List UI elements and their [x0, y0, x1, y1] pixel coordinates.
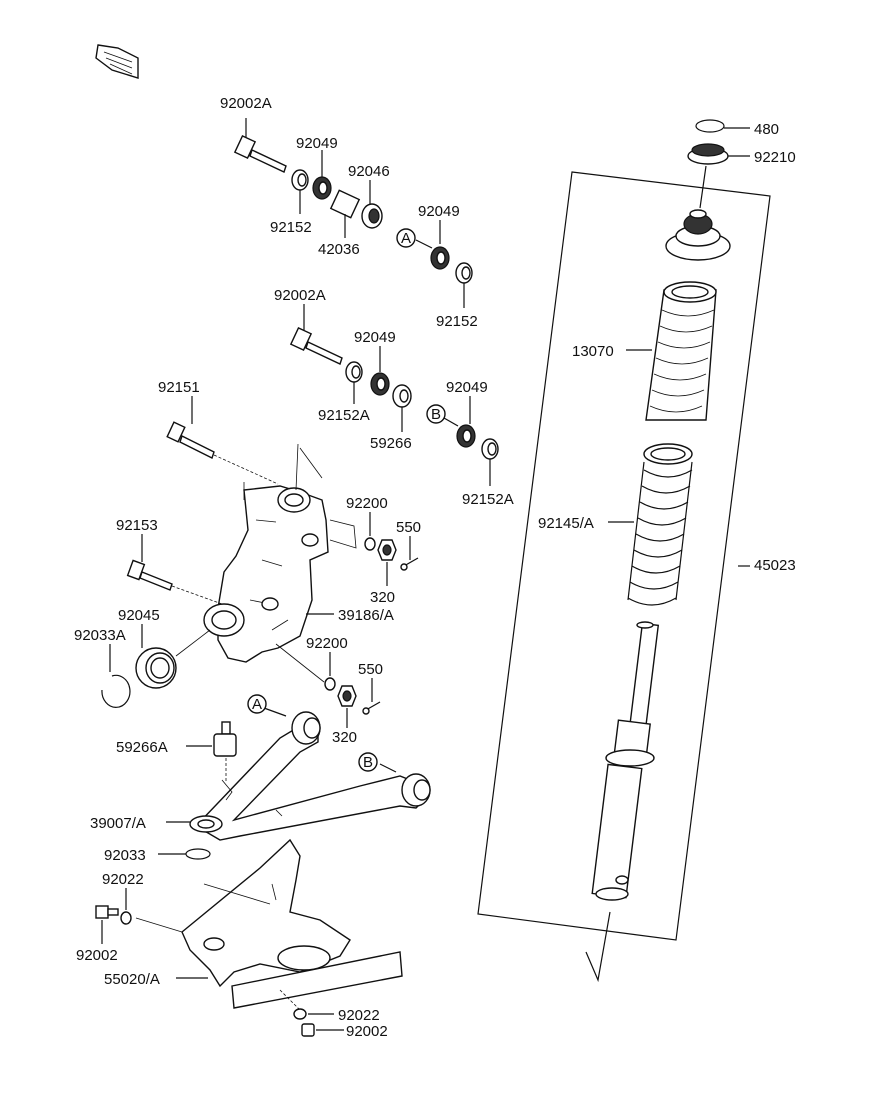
label-92200-lower: 92200: [306, 635, 348, 652]
leader-B-middle: [443, 417, 459, 427]
callout-B-lower: B: [358, 752, 378, 772]
label-92046: 92046: [348, 163, 390, 180]
shock-lower-leader: [585, 911, 611, 983]
label-92022-left: 92022: [102, 871, 144, 888]
svg-text:B: B: [431, 406, 441, 423]
label-92002A-upper: 92002A: [220, 95, 272, 112]
label-59266A: 59266A: [116, 739, 168, 756]
label-92151: 92151: [158, 379, 200, 396]
label-92145A: 92145/A: [538, 515, 594, 532]
collar-92152A-middle-2: [481, 438, 499, 486]
boot-13070: [626, 281, 717, 421]
label-320-lower: 320: [332, 729, 357, 746]
svg-text:B: B: [363, 754, 373, 771]
bearing-92045: [135, 624, 211, 689]
callout-B-middle: B: [426, 404, 446, 424]
label-92049-middle-1: 92049: [354, 329, 396, 346]
bolt-92002A-upper: [233, 118, 287, 173]
label-92049-upper-1: 92049: [296, 135, 338, 152]
seal-92049-middle-1: [370, 346, 390, 396]
washer-92022-left: [120, 888, 132, 925]
nut-320-upper: [377, 539, 397, 586]
label-550-lower: 550: [358, 661, 383, 678]
svg-text:A: A: [401, 230, 411, 247]
bearing-92046: [361, 180, 383, 229]
washer-92200-upper: [364, 512, 376, 551]
leader-knuckle-stud: [275, 643, 325, 683]
bolt-92153: [126, 534, 223, 605]
callout-A-upper: A: [396, 228, 416, 248]
shock-assembly-frame: [477, 171, 771, 941]
bolt-92151: [166, 396, 279, 485]
ball-joint-59266A: [186, 721, 237, 782]
washer-92200-lower: [324, 652, 336, 691]
collar-92152-upper-2: [455, 262, 473, 308]
label-480: 480: [754, 121, 779, 138]
seal-92049-upper-2: [430, 220, 450, 270]
label-92152A-middle-1: 92152A: [318, 407, 370, 424]
label-13070: 13070: [572, 343, 614, 360]
collar-92152-upper: [291, 169, 309, 214]
spring-92145A: [608, 443, 693, 606]
steering-knuckle-39186A: [203, 443, 357, 663]
shock-absorber-45023: [591, 621, 660, 901]
seal-92049-upper-1: [312, 150, 332, 200]
skid-plate-55020A: [135, 838, 403, 1011]
washer-92022-bottom: [293, 1008, 334, 1020]
seal-92049-middle-2: [456, 396, 476, 448]
nut-320-lower: [337, 685, 357, 728]
shock-top-mount: [665, 209, 731, 261]
label-92153: 92153: [116, 517, 158, 534]
label-92033A: 92033A: [74, 627, 126, 644]
collar-92210: [687, 143, 750, 209]
leader-A-upper: [415, 239, 433, 249]
label-92033: 92033: [104, 847, 146, 864]
label-92152-upper-2: 92152: [436, 313, 478, 330]
front-direction-icon: [95, 44, 139, 79]
bolt-92002-left: [95, 905, 119, 944]
label-42036: 42036: [318, 241, 360, 258]
label-320-upper: 320: [370, 589, 395, 606]
clip-480: [695, 119, 750, 133]
circlip-92033A: [101, 644, 131, 708]
label-92049-upper-2: 92049: [418, 203, 460, 220]
label-59266: 59266: [370, 435, 412, 452]
callout-A-lower: A: [247, 694, 267, 714]
label-45023: 45023: [754, 557, 796, 574]
label-39007A: 39007/A: [90, 815, 146, 832]
label-92045: 92045: [118, 607, 160, 624]
svg-text:A: A: [252, 696, 262, 713]
bushing-59266: [392, 384, 412, 432]
label-55020A: 55020/A: [104, 971, 160, 988]
label-92002A-middle: 92002A: [274, 287, 326, 304]
circlip-92033: [158, 848, 211, 860]
label-92022-bottom: 92022: [338, 1007, 380, 1024]
label-92002-left: 92002: [76, 947, 118, 964]
label-92200-upper: 92200: [346, 495, 388, 512]
bolt-92002A-middle: [289, 304, 343, 365]
label-39186A: 39186/A: [338, 607, 394, 624]
label-92049-middle-2: 92049: [446, 379, 488, 396]
bolt-92002-bottom: [301, 1023, 344, 1037]
label-92002-bottom: 92002: [346, 1023, 388, 1040]
sleeve-42036: [329, 189, 361, 238]
cotter-pin-550-upper: [400, 536, 419, 571]
label-92152-upper-1: 92152: [270, 219, 312, 236]
lower-arm-39007A: [166, 707, 431, 841]
label-92152A-middle-2: 92152A: [462, 491, 514, 508]
label-92210: 92210: [754, 149, 796, 166]
collar-92152A-middle: [345, 361, 363, 404]
label-550-upper: 550: [396, 519, 421, 536]
cotter-pin-550-lower: [362, 678, 381, 715]
